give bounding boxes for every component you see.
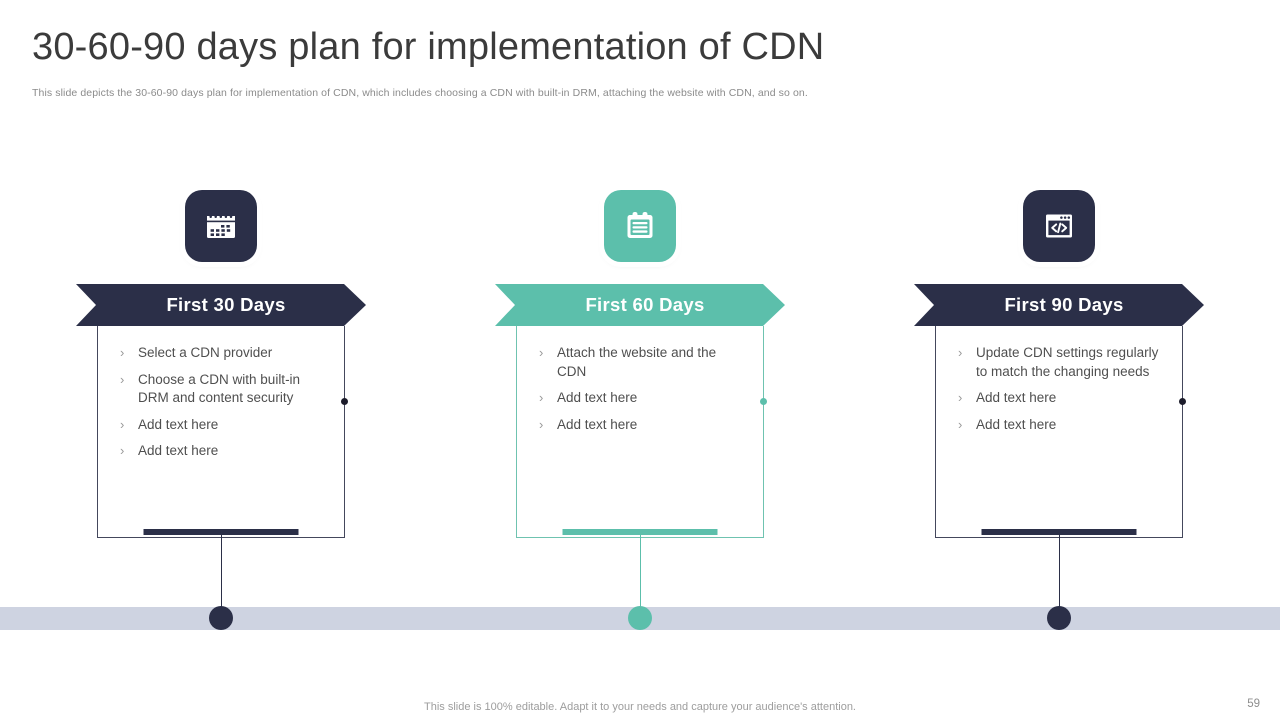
page-title: 30-60-90 days plan for implementation of… xyxy=(32,26,825,68)
list-item: › Add text here xyxy=(539,389,749,408)
chevron-right-icon: › xyxy=(958,345,963,360)
phase-column-first-90-days: First 90 Days › Update CDN settings regul… xyxy=(914,186,1204,538)
list-item-label: Add text here xyxy=(557,416,638,432)
connector-line-first-90-days xyxy=(1059,529,1060,611)
list-item: › Add text here xyxy=(958,416,1168,435)
list-item-label: Attach the website and the CDN xyxy=(557,345,717,379)
banner-label: First 30 Days xyxy=(166,294,286,315)
list-item-label: Add text here xyxy=(138,443,219,458)
card-dot-marker xyxy=(340,398,348,405)
bullet-list: › Attach the website and the CDN › Add tex… xyxy=(517,326,763,434)
connector-line-first-60-days xyxy=(640,529,641,611)
list-item: › Add text here xyxy=(120,416,330,435)
list-item: › Add text here xyxy=(958,389,1168,408)
chevron-right-icon: › xyxy=(539,390,544,405)
card-first-30-days: › Select a CDN provider › Choose a CDN wit… xyxy=(97,326,348,538)
icon-wrap xyxy=(1019,186,1099,266)
icon-wrap xyxy=(181,186,261,266)
card-first-90-days: › Update CDN settings regularly to match … xyxy=(935,326,1186,538)
chevron-right-icon: › xyxy=(120,345,125,360)
bullet-list: › Update CDN settings regularly to match … xyxy=(936,326,1182,434)
chevron-right-icon: › xyxy=(120,416,125,432)
list-item: › Add text here xyxy=(120,442,330,461)
list-item-label: Select a CDN provider xyxy=(138,345,273,360)
list-item: › Choose a CDN with built-in DRM and cont… xyxy=(120,371,330,408)
calendar-icon xyxy=(185,190,257,262)
list-item: › Update CDN settings regularly to match … xyxy=(958,344,1168,381)
chevron-right-icon: › xyxy=(539,345,544,360)
banner-first-30-days[interactable]: First 30 Days xyxy=(76,284,366,326)
banner-first-90-days[interactable]: First 90 Days xyxy=(914,284,1204,326)
banner-label: First 90 Days xyxy=(1004,294,1124,315)
chevron-right-icon: › xyxy=(958,416,963,432)
banner-label: First 60 Days xyxy=(585,294,705,315)
list-item-label: Choose a CDN with built-in DRM and conte… xyxy=(138,371,301,406)
list-item-label: Add text here xyxy=(976,390,1057,405)
list-item-label: Add text here xyxy=(976,416,1057,432)
bullet-list: › Select a CDN provider › Choose a CDN wit… xyxy=(98,326,344,461)
icon-wrap xyxy=(600,186,680,266)
list-item: › Add text here xyxy=(539,416,749,435)
chevron-right-icon: › xyxy=(120,443,125,458)
card-dot-marker xyxy=(759,398,767,405)
footer-note: This slide is 100% editable. Adapt it to… xyxy=(424,701,856,713)
card-first-60-days: › Attach the website and the CDN › Add tex… xyxy=(516,326,767,538)
list-item-label: Add text here xyxy=(138,416,219,432)
code-window-icon xyxy=(1023,190,1095,262)
phase-column-first-60-days: First 60 Days › Attach the website and th… xyxy=(495,186,785,538)
clipboard-list-icon xyxy=(604,190,676,262)
chevron-right-icon: › xyxy=(539,416,544,432)
phase-column-first-30-days: First 30 Days › Select a CDN provider › Ch… xyxy=(76,186,366,538)
page-number: 59 xyxy=(1247,698,1260,710)
card-dot-marker xyxy=(1178,398,1186,405)
banner-first-60-days[interactable]: First 60 Days xyxy=(495,284,785,326)
timeline-node-first-60-days[interactable] xyxy=(628,606,652,630)
chevron-right-icon: › xyxy=(958,390,963,405)
list-item: › Attach the website and the CDN xyxy=(539,344,749,381)
page-subtitle: This slide depicts the 30-60-90 days pla… xyxy=(32,87,808,99)
timeline-node-first-90-days[interactable] xyxy=(1047,606,1071,630)
list-item: › Select a CDN provider xyxy=(120,344,330,363)
timeline-node-first-30-days[interactable] xyxy=(209,606,233,630)
connector-line-first-30-days xyxy=(221,529,222,611)
list-item-label: Update CDN settings regularly to match t… xyxy=(976,345,1159,379)
chevron-right-icon: › xyxy=(120,371,125,387)
list-item-label: Add text here xyxy=(557,390,638,405)
